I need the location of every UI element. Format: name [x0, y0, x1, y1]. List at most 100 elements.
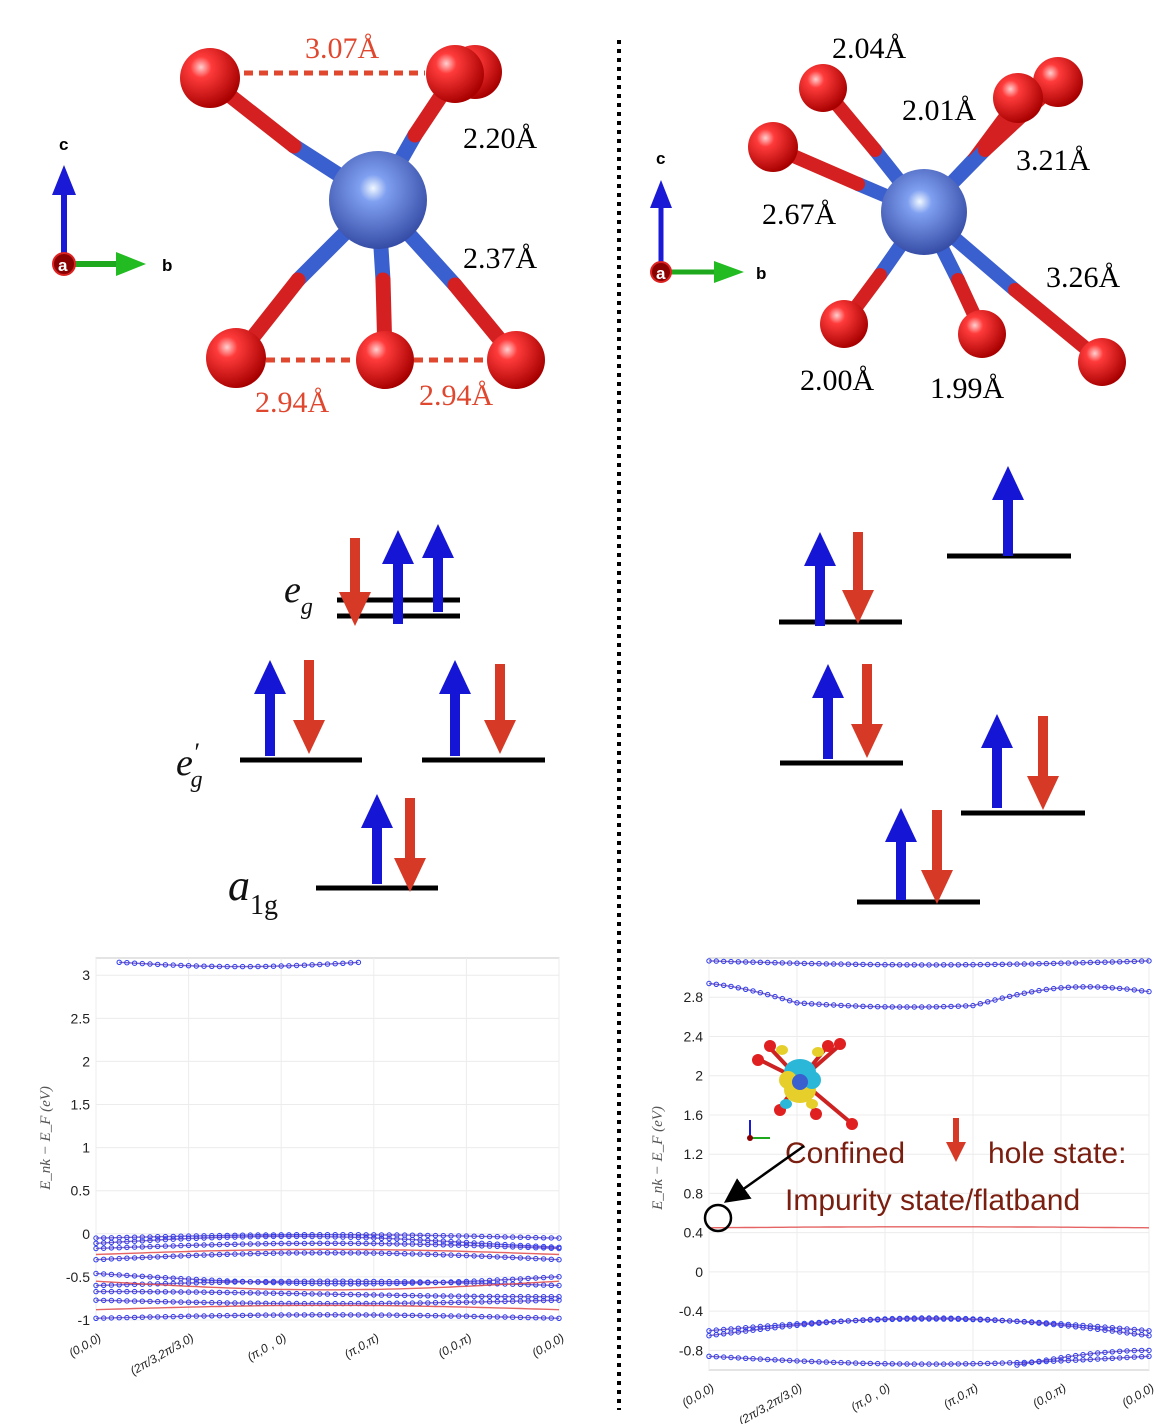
band-point [402, 1251, 408, 1257]
band-point [1029, 989, 1035, 995]
band-point [108, 1239, 115, 1246]
spin-down-arrowhead-icon [921, 870, 953, 904]
oxygen-atom [1078, 338, 1126, 386]
band-point [860, 961, 866, 968]
band-point [772, 1357, 778, 1363]
band-point [293, 1240, 300, 1247]
band-point [992, 1360, 998, 1367]
band-line [96, 1290, 559, 1298]
band-point [1065, 960, 1072, 966]
band-point [1051, 960, 1057, 967]
band-point [432, 1241, 439, 1248]
band-point [448, 1313, 454, 1319]
band-point [750, 1327, 756, 1333]
band-point [1080, 984, 1086, 990]
band-point [201, 1313, 207, 1319]
band-point [801, 1321, 807, 1328]
band-line [708, 982, 1150, 1008]
band-point [270, 1233, 277, 1240]
band-point [985, 961, 991, 968]
band-point [386, 1232, 392, 1238]
band-point [985, 1316, 991, 1323]
y-tick-label: 0.4 [684, 1225, 704, 1241]
band-point [517, 1298, 524, 1304]
band-point [1029, 961, 1035, 967]
band-point [147, 961, 153, 967]
band-point [809, 960, 815, 967]
band-point [255, 1233, 261, 1240]
band-point [510, 1298, 516, 1304]
band-point [456, 1299, 462, 1306]
band-point [772, 993, 778, 1000]
band-point [147, 1298, 153, 1305]
band-point [324, 961, 331, 967]
band-point [170, 1289, 176, 1295]
band-point [317, 1278, 323, 1284]
band-point [425, 1241, 431, 1248]
band-point [772, 960, 778, 966]
band-point [425, 1232, 431, 1239]
band-point [743, 959, 749, 965]
band-point [955, 1361, 961, 1367]
band-point [1036, 961, 1042, 967]
band-point [270, 1312, 277, 1318]
axis-triad-left: c a b [52, 135, 172, 276]
band-point [779, 960, 785, 966]
band-point [502, 1298, 508, 1305]
annotation-hole-state: hole state: [988, 1137, 1126, 1170]
band-point [525, 1234, 531, 1241]
band-point [263, 1241, 269, 1247]
band-point [178, 1236, 184, 1242]
band-point [278, 1233, 284, 1240]
band-point [867, 1316, 873, 1323]
band-point [1087, 1351, 1094, 1357]
band-point [193, 1280, 200, 1286]
band-point [124, 1298, 130, 1304]
band-point [371, 1312, 377, 1318]
band-point [860, 1360, 866, 1367]
band-point [1109, 959, 1116, 965]
band-line [95, 1299, 560, 1305]
band-point [239, 1279, 246, 1285]
orbital-label-eg-prime: e′g [176, 738, 203, 793]
band-point [525, 1314, 531, 1321]
band-point [108, 1315, 115, 1321]
band-point [948, 962, 954, 968]
band-point [456, 1280, 462, 1286]
band-line [708, 1317, 1150, 1337]
band-point [1131, 1354, 1138, 1360]
band-point [502, 1254, 508, 1260]
band-point [131, 1255, 138, 1261]
band-point [1139, 1354, 1145, 1360]
band-point [845, 1360, 851, 1366]
band-point [185, 1280, 192, 1286]
band-point [193, 963, 200, 969]
band-point [728, 1354, 734, 1361]
band-point [548, 1315, 554, 1321]
band-point [286, 1312, 292, 1318]
band-point [1065, 1323, 1072, 1329]
band-point [101, 1297, 107, 1304]
band-point [301, 1233, 308, 1240]
band-point [750, 1324, 756, 1330]
band-point [162, 1233, 169, 1240]
oxygen-atom [426, 45, 484, 103]
spin-down-arrowhead-icon [851, 724, 883, 758]
band-point [224, 1312, 230, 1319]
bond-length-label: 2.00Å [800, 364, 875, 397]
band-point [247, 1251, 254, 1257]
band-point [1058, 985, 1064, 991]
band-point [882, 1004, 888, 1010]
band-point [713, 1354, 719, 1360]
band-point [556, 1257, 562, 1263]
band-line [95, 1280, 560, 1287]
bond-length-bottom-left: 2.94Å [255, 386, 330, 419]
band-point [301, 1291, 308, 1297]
band-point [108, 1282, 115, 1288]
band-point [963, 1003, 969, 1009]
band-point [540, 1274, 547, 1281]
band-point [897, 1004, 903, 1010]
band-point [517, 1244, 524, 1250]
x-tick-label: (π,0,π) [941, 1380, 980, 1411]
band-point [209, 1279, 215, 1286]
